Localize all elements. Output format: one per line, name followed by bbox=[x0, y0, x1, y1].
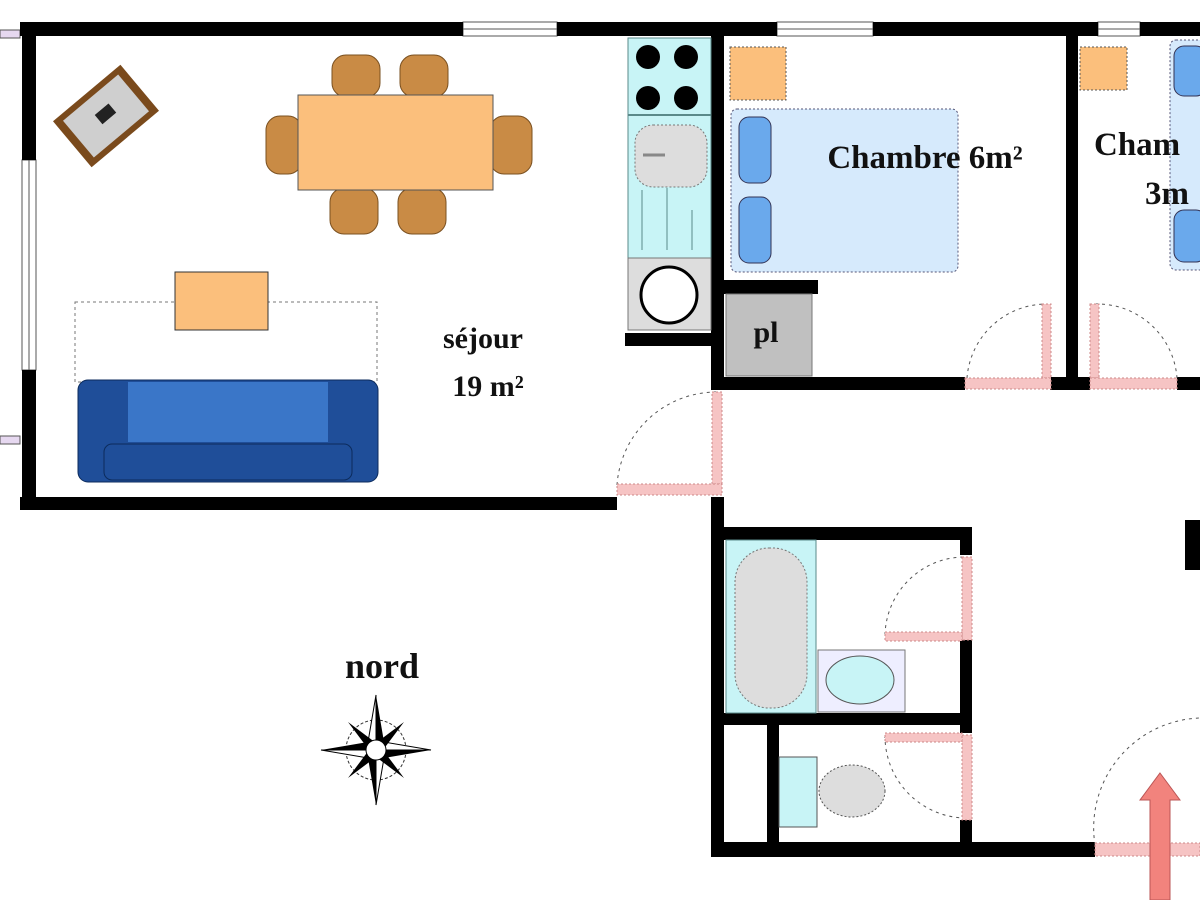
walls bbox=[20, 22, 1200, 857]
door-wc bbox=[884, 732, 973, 821]
nightstand bbox=[729, 46, 787, 101]
doors bbox=[616, 303, 1200, 857]
door-chambre-6 bbox=[964, 303, 1052, 390]
door-entrance bbox=[1093, 717, 1200, 857]
entrance-arrow-icon bbox=[1139, 772, 1181, 900]
toilet bbox=[818, 764, 886, 818]
compass-label: nord bbox=[345, 646, 419, 686]
wall-fragment bbox=[1185, 520, 1200, 570]
chambre-3-label-line1: Cham bbox=[1094, 127, 1180, 163]
bed-chambre-3 bbox=[1169, 39, 1200, 271]
bed-chambre-6 bbox=[730, 108, 959, 273]
kitchen bbox=[627, 37, 712, 331]
dining-chairs bbox=[265, 54, 533, 235]
door-sejour bbox=[616, 391, 723, 496]
nightstand bbox=[1079, 46, 1128, 91]
chambre-3-label-line2: 3m bbox=[1145, 176, 1189, 212]
bathroom bbox=[725, 539, 906, 828]
sejour-area: 19 m² bbox=[452, 370, 523, 403]
sofa bbox=[77, 379, 379, 483]
compass-icon bbox=[320, 694, 432, 806]
hob-icon bbox=[636, 45, 698, 110]
coffee-table bbox=[174, 271, 269, 331]
sejour-label: séjour bbox=[443, 322, 523, 355]
kitchen-sink bbox=[634, 124, 708, 188]
door-chambre-3 bbox=[1089, 303, 1178, 390]
closet-label: pl bbox=[753, 316, 778, 349]
chambre-6-label: Chambre 6m² bbox=[827, 140, 1022, 176]
desk bbox=[53, 64, 159, 168]
windows bbox=[0, 21, 1141, 445]
bathtub bbox=[734, 547, 808, 709]
door-bathroom bbox=[884, 556, 973, 642]
dining-table bbox=[297, 94, 494, 191]
closet bbox=[725, 293, 813, 377]
